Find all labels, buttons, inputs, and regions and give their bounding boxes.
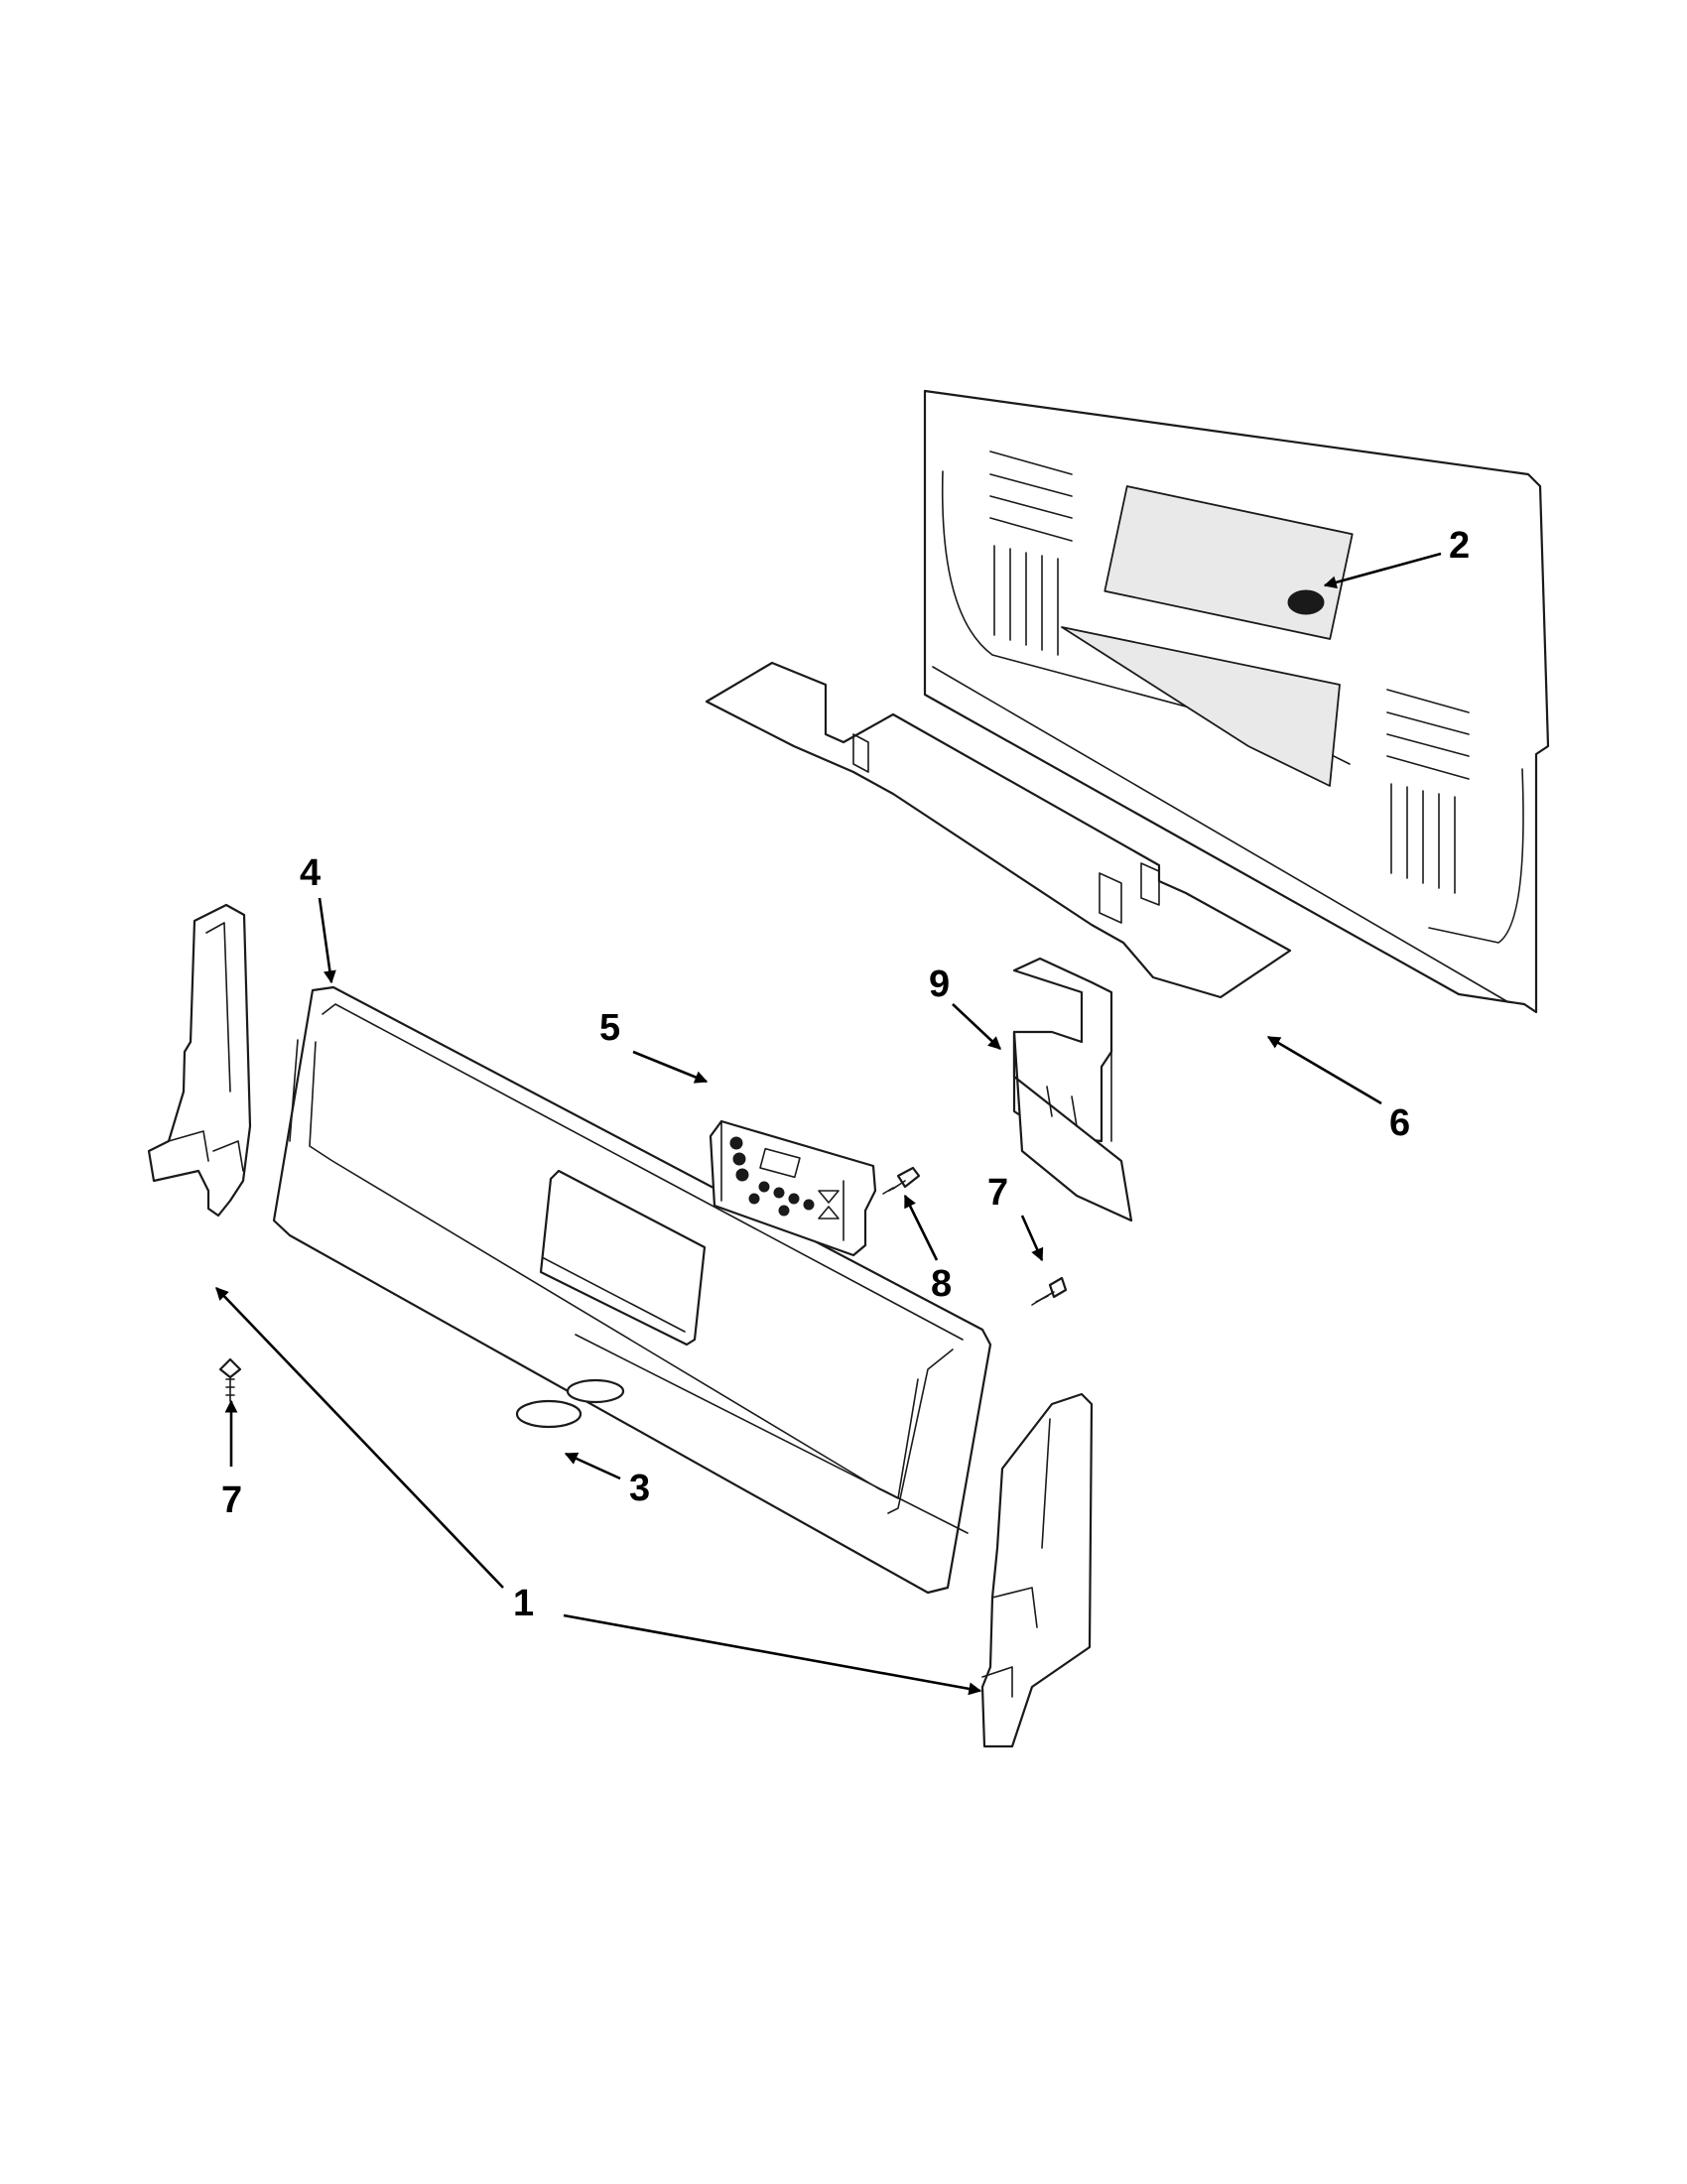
leader-line-4 xyxy=(318,897,336,984)
bracket-part xyxy=(1012,957,1133,1222)
electronic-control-part xyxy=(709,1119,877,1257)
screw-part-7-left xyxy=(218,1357,242,1402)
leader-line-2 xyxy=(1323,552,1442,589)
callout-3: 3 xyxy=(629,1468,650,1509)
badge-part xyxy=(515,1378,625,1429)
callout-9: 9 xyxy=(929,964,950,1005)
console-panel-part xyxy=(272,985,992,1595)
end-cap-part-right xyxy=(980,1392,1094,1748)
screw-part-7-right xyxy=(1031,1276,1068,1306)
callout-5: 5 xyxy=(599,1007,620,1049)
callout-2: 2 xyxy=(1449,525,1470,567)
leader-line-8 xyxy=(903,1194,939,1261)
leader-line-9 xyxy=(952,1003,1001,1050)
callout-7-left: 7 xyxy=(221,1479,242,1521)
leader-line-7b xyxy=(1020,1215,1044,1262)
callout-1: 1 xyxy=(513,1583,534,1624)
leader-line-5 xyxy=(632,1050,709,1084)
callout-6: 6 xyxy=(1389,1102,1410,1144)
leader-line-6 xyxy=(1266,1035,1382,1105)
shield-sheet-part xyxy=(705,661,1292,999)
callout-8: 8 xyxy=(931,1263,952,1305)
end-cap-part-left xyxy=(147,903,252,1218)
leader-line-3 xyxy=(564,1452,621,1480)
rear-panel-part xyxy=(923,389,1550,1014)
leader-line-1b xyxy=(563,1613,982,1696)
callout-4: 4 xyxy=(300,852,321,894)
screw-part-8 xyxy=(882,1166,921,1195)
leader-line-1a xyxy=(215,1287,504,1589)
callout-7-right: 7 xyxy=(987,1172,1008,1214)
